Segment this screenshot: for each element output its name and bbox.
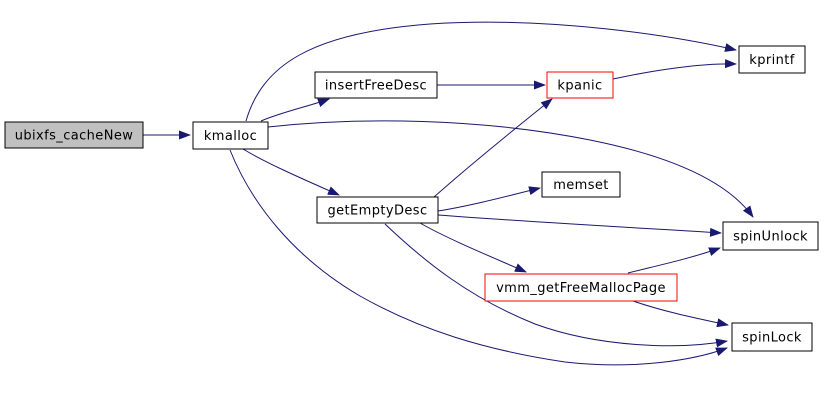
edge-kmalloc-to-spinUnlock <box>267 120 754 218</box>
node-box-memset[interactable] <box>541 171 621 198</box>
node-label-vmm_getFreeMallocPage: vmm_getFreeMallocPage <box>496 281 666 296</box>
node-ubixfs_cacheNew[interactable]: ubixfs_cacheNew <box>4 121 144 149</box>
edge-getEmptyDesc-to-memset <box>437 186 541 212</box>
node-label-spinUnlock: spinUnlock <box>733 230 808 245</box>
node-box-vmm_getFreeMallocPage[interactable] <box>484 273 678 302</box>
edge-vmm_getFreeMallocPage-to-spinUnlock <box>627 247 721 274</box>
node-label-kprintf: kprintf <box>749 53 794 68</box>
edge-kmalloc-to-kprintf <box>245 21 737 122</box>
node-spinLock[interactable]: spinLock <box>731 322 813 352</box>
node-box-spinLock[interactable] <box>731 322 813 352</box>
edge-getEmptyDesc-to-vmm_getFreeMallocPage <box>419 222 527 273</box>
node-label-ubixfs_cacheNew: ubixfs_cacheNew <box>15 129 134 144</box>
node-box-kprintf[interactable] <box>738 45 806 74</box>
node-label-kpanic: kpanic <box>557 79 602 94</box>
node-label-insertFreeDesc: insertFreeDesc <box>325 79 427 94</box>
edges-layer <box>143 21 754 366</box>
node-kpanic[interactable]: kpanic <box>546 71 614 99</box>
node-label-kmalloc: kmalloc <box>204 129 257 144</box>
nodes-layer: ubixfs_cacheNew kmalloc insertFreeDesc kpan… <box>4 45 819 352</box>
edge-getEmptyDesc-to-spinUnlock <box>437 214 722 237</box>
edge-kpanic-to-kprintf <box>612 59 737 80</box>
edge-kmalloc-to-spinLock <box>229 149 728 366</box>
node-kprintf[interactable]: kprintf <box>738 45 806 74</box>
node-box-getEmptyDesc[interactable] <box>316 196 439 224</box>
node-insertFreeDesc[interactable]: insertFreeDesc <box>314 71 438 99</box>
node-box-insertFreeDesc[interactable] <box>314 71 438 99</box>
node-getEmptyDesc[interactable]: getEmptyDesc <box>316 196 439 224</box>
node-box-spinUnlock[interactable] <box>722 221 819 251</box>
node-box-kpanic[interactable] <box>546 71 614 99</box>
node-label-memset: memset <box>553 178 609 193</box>
node-box-kmalloc[interactable] <box>192 121 269 150</box>
node-kmalloc[interactable]: kmalloc <box>192 121 269 150</box>
edge-kmalloc-to-getEmptyDesc <box>242 148 340 196</box>
node-vmm_getFreeMallocPage[interactable]: vmm_getFreeMallocPage <box>484 273 678 302</box>
node-label-spinLock: spinLock <box>742 331 802 346</box>
node-label-getEmptyDesc: getEmptyDesc <box>328 204 428 219</box>
edge-getEmptyDesc-to-kpanic <box>433 98 553 198</box>
edge-vmm_getFreeMallocPage-to-spinLock <box>632 300 729 328</box>
edge-kmalloc-to-insertFreeDesc <box>260 98 330 122</box>
node-spinUnlock[interactable]: spinUnlock <box>722 221 819 251</box>
node-box-ubixfs_cacheNew[interactable] <box>4 121 144 149</box>
edge-getEmptyDesc-to-spinLock <box>384 223 728 348</box>
node-memset[interactable]: memset <box>541 171 621 198</box>
